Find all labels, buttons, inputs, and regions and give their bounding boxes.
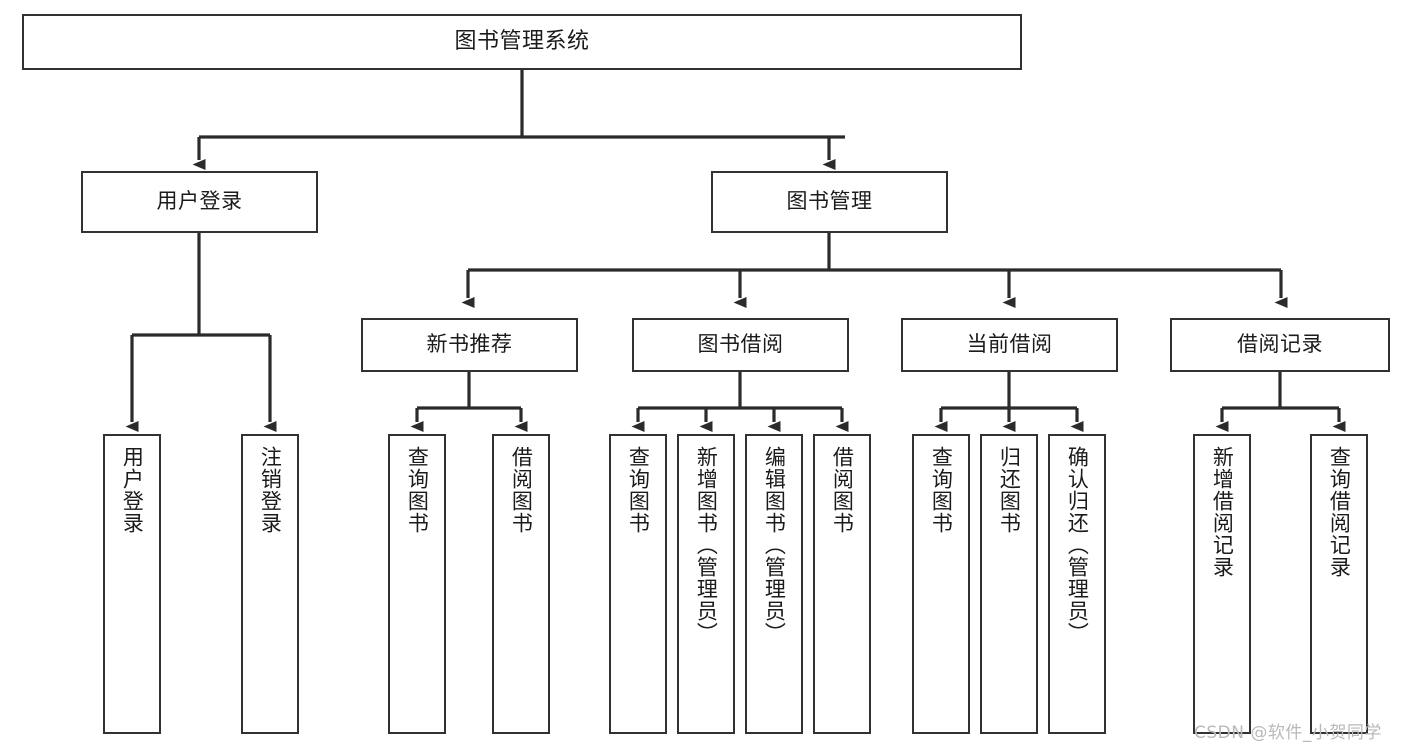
leaf-current-query-book[interactable]: 查询图书 [912, 434, 970, 734]
leaf-recommend-borrow-book[interactable]: 借阅图书 [492, 434, 550, 734]
node-label: 新书推荐 [426, 332, 513, 357]
node-current-borrow[interactable]: 当前借阅 [901, 318, 1118, 372]
node-root-system[interactable]: 图书管理系统 [22, 14, 1022, 70]
node-label: 用户登录 [120, 446, 145, 534]
leaf-borrow-borrow-book[interactable]: 借阅图书 [813, 434, 871, 734]
node-label: 查询图书 [405, 446, 430, 534]
node-borrow-records[interactable]: 借阅记录 [1170, 318, 1390, 372]
node-label: 查询图书 [929, 446, 954, 534]
leaf-borrow-add-book-admin[interactable]: 新增图书（管理员） [677, 434, 735, 734]
node-label: 图书管理 [786, 189, 873, 214]
leaf-current-confirm-return-admin[interactable]: 确认归还（管理员） [1048, 434, 1106, 734]
node-label: 图书管理系统 [454, 28, 590, 54]
node-label: 归还图书 [997, 446, 1022, 534]
node-label: 注销登录 [258, 446, 283, 534]
node-label: 用户登录 [156, 189, 243, 214]
watermark-label: CSDN @软件_小贺同学 [1194, 723, 1382, 743]
node-label: 借阅图书 [830, 446, 855, 534]
node-label: 借阅记录 [1237, 332, 1323, 357]
leaf-current-return-book[interactable]: 归还图书 [980, 434, 1038, 734]
node-label: 图书借阅 [697, 332, 784, 357]
node-book-borrow[interactable]: 图书借阅 [632, 318, 849, 372]
node-label: 新增图书（管理员） [694, 446, 719, 644]
leaf-recommend-query-book[interactable]: 查询图书 [388, 434, 446, 734]
node-book-management[interactable]: 图书管理 [711, 171, 948, 233]
node-label: 新增借阅记录 [1210, 446, 1235, 578]
node-label: 确认归还（管理员） [1065, 446, 1090, 644]
leaf-records-add-record[interactable]: 新增借阅记录 [1193, 434, 1251, 734]
node-label: 编辑图书（管理员） [762, 446, 787, 644]
leaf-user-login-login[interactable]: 用户登录 [103, 434, 161, 734]
leaf-user-login-logout[interactable]: 注销登录 [241, 434, 299, 734]
node-label: 查询借阅记录 [1327, 446, 1352, 578]
node-new-book-recommend[interactable]: 新书推荐 [361, 318, 578, 372]
node-user-login[interactable]: 用户登录 [81, 171, 318, 233]
leaf-borrow-edit-book-admin[interactable]: 编辑图书（管理员） [745, 434, 803, 734]
node-label: 当前借阅 [966, 332, 1053, 357]
leaf-records-query-record[interactable]: 查询借阅记录 [1310, 434, 1368, 734]
node-label: 借阅图书 [509, 446, 534, 534]
node-label: 查询图书 [626, 446, 651, 534]
leaf-borrow-query-book[interactable]: 查询图书 [609, 434, 667, 734]
